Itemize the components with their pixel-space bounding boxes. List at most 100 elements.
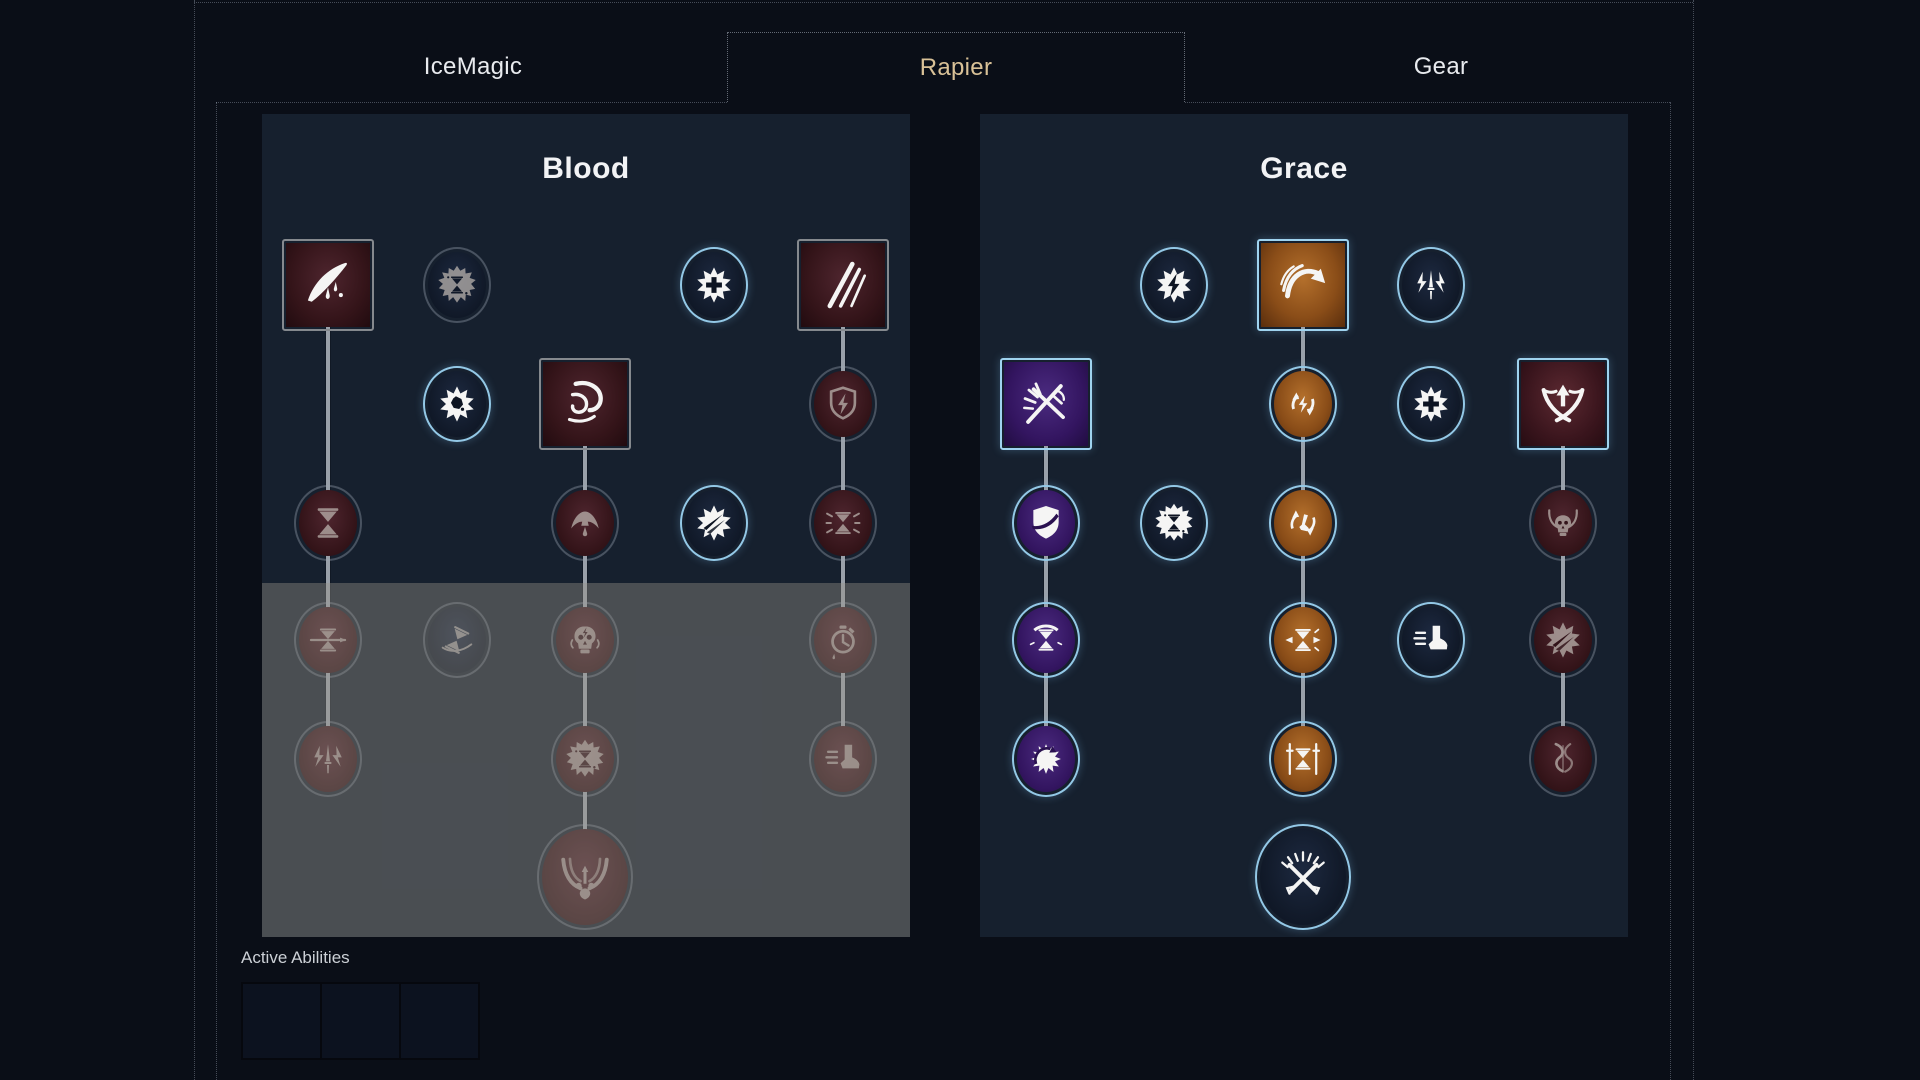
- blood-skill-splatter-hourglass[interactable]: [423, 247, 491, 323]
- blood-skill-shield-lightning[interactable]: [809, 366, 877, 442]
- hook-swirl-icon: [1554, 742, 1573, 773]
- skill-connector: [583, 640, 587, 759]
- skill-connector: [583, 523, 587, 640]
- ability-slot[interactable]: [399, 982, 480, 1060]
- grace-skill-cycle-boot[interactable]: [1269, 485, 1337, 561]
- skill-connector: [1561, 523, 1565, 640]
- hourglass-sword-icon: [309, 628, 347, 652]
- hourglass-rapiers-icon: [1285, 743, 1321, 775]
- skill-connector: [1044, 404, 1048, 523]
- skill-connector: [326, 523, 330, 640]
- burst-bolt-icon: [1157, 267, 1191, 303]
- storm-daggers-icon: [314, 744, 342, 774]
- skill-connector: [326, 285, 330, 523]
- grace-skill-burst-bolt[interactable]: [1140, 247, 1208, 323]
- dripping-clock-icon: [831, 625, 855, 660]
- cycle-boot-icon: [1290, 510, 1316, 536]
- grace-skill-hourglass-arrows[interactable]: [1269, 602, 1337, 678]
- grace-skill-hourglass-rapiers[interactable]: [1269, 721, 1337, 797]
- hourglass-rays-icon: [825, 511, 861, 535]
- blood-skill-hourglass-sword[interactable]: [294, 602, 362, 678]
- splatter-hourglass-icon: [1155, 503, 1193, 541]
- grace-skill-hook-swirl[interactable]: [1529, 721, 1597, 797]
- grace-skill-splatter-hourglass[interactable]: [1140, 485, 1208, 561]
- skill-connector: [1301, 640, 1305, 759]
- tilted-hourglass-icon: [441, 626, 473, 654]
- blood-skill-skull-lightning[interactable]: [551, 602, 619, 678]
- riposte-arrow-icon: [1280, 264, 1326, 299]
- guide-line-content-top-left: [216, 102, 727, 103]
- tab-gear[interactable]: Gear: [1413, 53, 1469, 80]
- bleeding-blade-icon: [307, 262, 347, 302]
- grace-skill-star-cross[interactable]: [1397, 366, 1465, 442]
- tab-icemagic[interactable]: IceMagic: [423, 53, 523, 80]
- blood-skill-hourglass[interactable]: [294, 485, 362, 561]
- winged-arch-icon: [571, 511, 599, 537]
- slash-starburst-icon: [697, 505, 731, 541]
- grace-skill-cycle-bolt[interactable]: [1269, 366, 1337, 442]
- blood-skill-dripping-clock[interactable]: [809, 602, 877, 678]
- blood-skill-speed-boot[interactable]: [809, 721, 877, 797]
- skill-connector: [1301, 523, 1305, 640]
- jagged-starburst-icon: [440, 386, 474, 422]
- rapier-feather-icon: [1023, 382, 1065, 424]
- grace-skill-storm-daggers[interactable]: [1397, 247, 1465, 323]
- star-cross-icon: [697, 267, 731, 303]
- blood-skill-slash-starburst[interactable]: [680, 485, 748, 561]
- hourglass-scythe-icon: [1029, 624, 1063, 651]
- guide-line-outer-left: [194, 0, 195, 1080]
- skill-connector: [1301, 404, 1305, 523]
- grace-skill-crossed-blades-arrow[interactable]: [1517, 358, 1609, 450]
- blood-skill-hourglass-rays[interactable]: [809, 485, 877, 561]
- grace-skill-swoosh-shield[interactable]: [1012, 485, 1080, 561]
- guide-line-outer-right: [1693, 0, 1694, 1080]
- grace-skill-slash-starburst[interactable]: [1529, 602, 1597, 678]
- skill-connector: [583, 404, 587, 523]
- blood-skill-winged-arch[interactable]: [551, 485, 619, 561]
- skill-connector: [326, 640, 330, 759]
- grace-skill-sun-cycle[interactable]: [1012, 721, 1080, 797]
- skill-connector: [1301, 285, 1305, 404]
- grace-skill-rapier-feather[interactable]: [1000, 358, 1092, 450]
- cycle-bolt-icon: [1291, 392, 1315, 416]
- sun-cycle-icon: [1031, 744, 1061, 774]
- grace-skill-skull-horns[interactable]: [1529, 485, 1597, 561]
- claw-scratches-icon: [827, 261, 867, 309]
- guide-line-inner-left: [216, 102, 217, 1080]
- skull-horns-icon: [1548, 509, 1578, 536]
- crossed-sabers-rays-icon: [1281, 851, 1325, 895]
- tree-title-blood: Blood: [542, 152, 630, 185]
- active-abilities-slots: [241, 982, 480, 1060]
- ability-slot[interactable]: [241, 982, 322, 1060]
- skill-connector: [841, 523, 845, 640]
- skill-connector: [583, 759, 587, 877]
- slash-starburst-icon: [1546, 622, 1580, 658]
- tab-rapier[interactable]: Rapier: [727, 32, 1185, 102]
- horned-sigil-icon: [561, 857, 609, 900]
- blood-skill-jagged-starburst[interactable]: [423, 366, 491, 442]
- skill-connector: [841, 404, 845, 523]
- guide-line-content-top-right: [1185, 102, 1670, 103]
- grace-skill-crossed-sabers-rays[interactable]: [1255, 824, 1351, 930]
- blood-skill-tilted-hourglass[interactable]: [423, 602, 491, 678]
- blood-skill-claw-scratches[interactable]: [797, 239, 889, 331]
- blood-skill-bleeding-blade[interactable]: [282, 239, 374, 331]
- skill-connector: [1561, 640, 1565, 759]
- tree-title-grace: Grace: [1260, 152, 1348, 185]
- grace-skill-hourglass-scythe[interactable]: [1012, 602, 1080, 678]
- grace-skill-speed-boot[interactable]: [1397, 602, 1465, 678]
- blood-skill-star-cross[interactable]: [680, 247, 748, 323]
- speed-boot-icon: [825, 744, 860, 769]
- grace-skill-riposte-arrow[interactable]: [1257, 239, 1349, 331]
- star-cross-icon: [1414, 386, 1448, 422]
- blood-skill-swirl-blade[interactable]: [539, 358, 631, 450]
- swoosh-shield-icon: [1031, 505, 1059, 539]
- ability-slot[interactable]: [320, 982, 401, 1060]
- blood-skill-storm-daggers[interactable]: [294, 721, 362, 797]
- guide-line-inner-right: [1670, 102, 1671, 1080]
- locked-section-overlay: [262, 583, 910, 937]
- blood-skill-splatter-hourglass[interactable]: [551, 721, 619, 797]
- swirl-blade-icon: [567, 380, 603, 423]
- blood-skill-horned-sigil[interactable]: [537, 824, 633, 930]
